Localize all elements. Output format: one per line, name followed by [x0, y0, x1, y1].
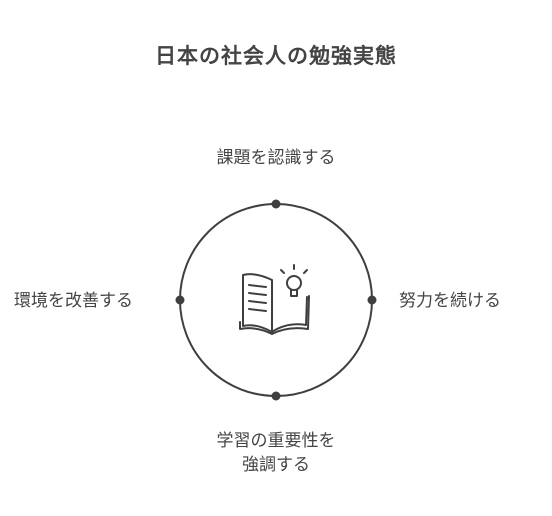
node-dot-left: [175, 295, 185, 305]
diagram-title: 日本の社会人の勉強実態: [155, 44, 397, 68]
node-label-bottom-line2: 強調する: [242, 455, 310, 475]
node-dot-right: [367, 295, 377, 305]
node-label-bottom-line1: 学習の重要性を: [216, 431, 336, 451]
node-label-left: 環境を改善する: [14, 291, 133, 311]
node-label-bottom: 学習の重要性を 強調する: [0, 429, 552, 477]
node-label-top: 課題を認識する: [216, 148, 336, 168]
node-label-right: 努力を続ける: [399, 291, 501, 311]
node-dot-bottom: [271, 391, 281, 401]
book-lightbulb-icon: [239, 264, 310, 335]
node-dot-top: [271, 199, 281, 209]
cycle-circle: [179, 203, 373, 397]
